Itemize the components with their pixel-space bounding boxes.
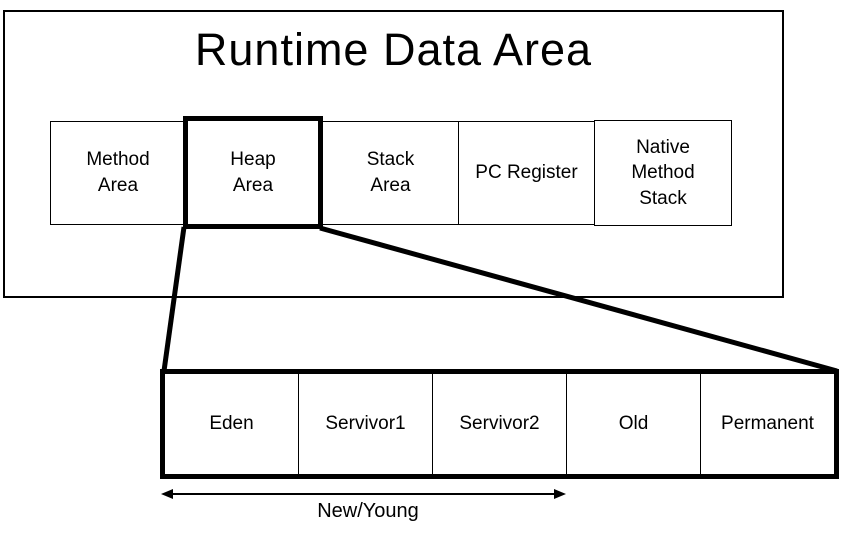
heap-cell-permanent: Permanent <box>700 374 834 474</box>
heap-cell-servivor2: Servivor2 <box>432 374 566 474</box>
diagram-title: Runtime Data Area <box>194 24 593 75</box>
heap-detail-row: Eden Servivor1 Servivor2 Old Permanent <box>160 369 839 479</box>
new-young-label: New/Young <box>317 500 419 522</box>
heap-cell-old: Old <box>566 374 700 474</box>
new-young-span-arrow <box>161 489 566 499</box>
heap-cell-eden: Eden <box>209 413 254 434</box>
heap-cell-servivor1: Servivor1 <box>298 374 432 474</box>
pc-register-box: PC Register <box>458 121 595 225</box>
